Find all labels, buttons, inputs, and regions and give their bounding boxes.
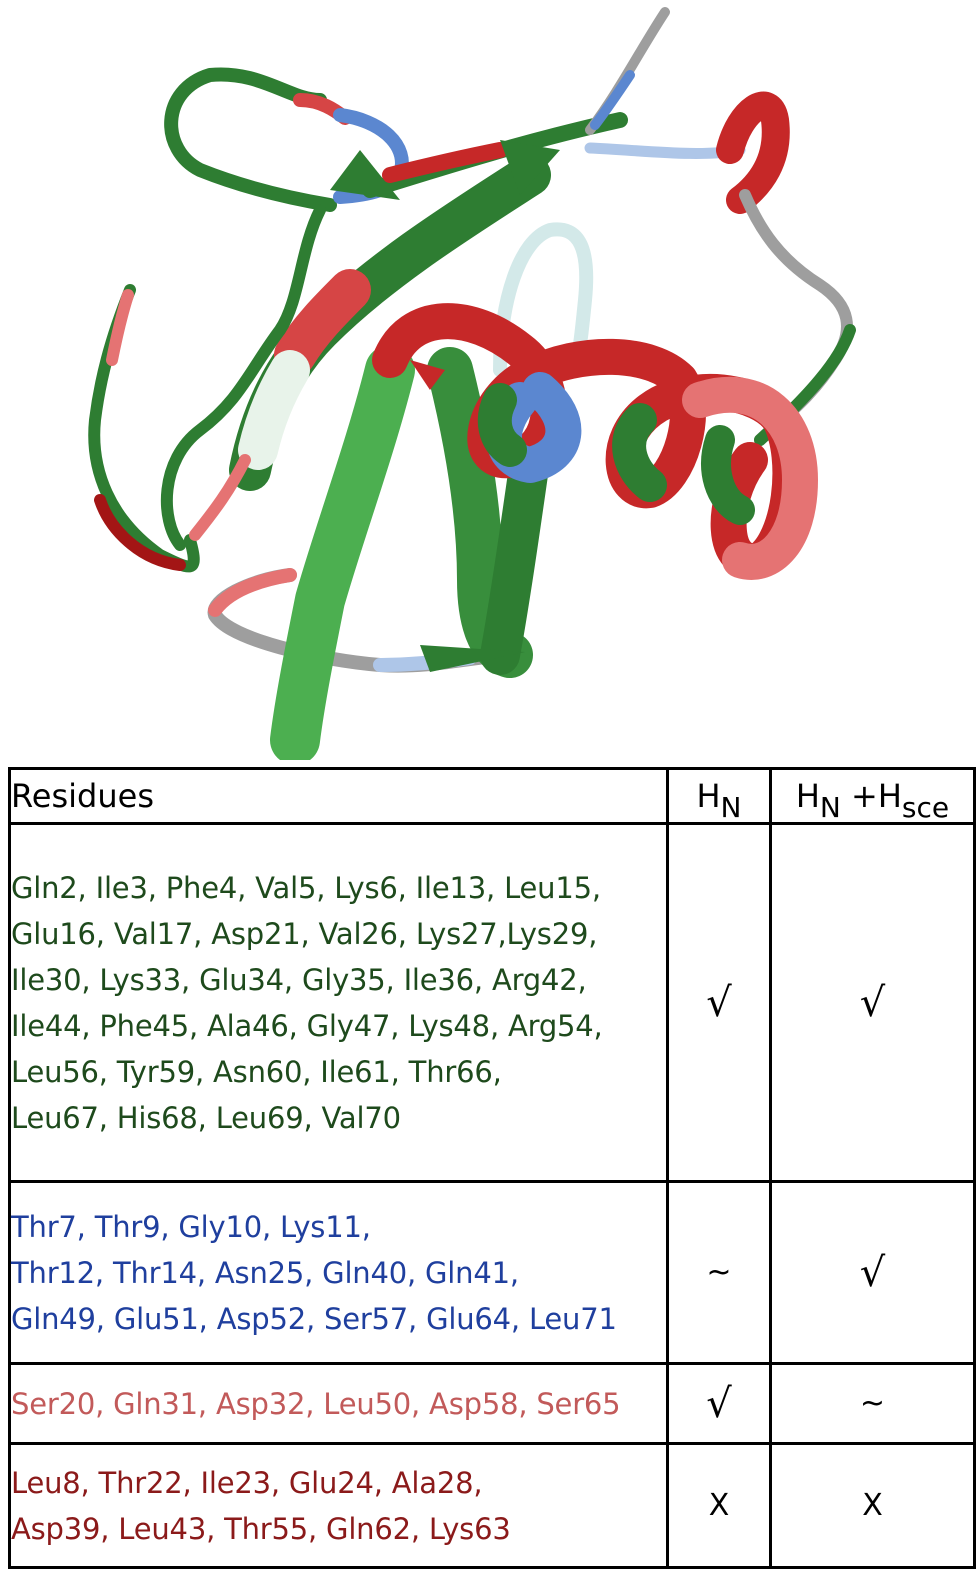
residue-line: Leu56, Tyr59, Asn60, Ile61, Thr66, [11, 1054, 502, 1089]
hn-tilde-mark: ~ [666, 1180, 772, 1365]
hn-check-mark: √ [666, 1362, 772, 1445]
residue-list-blue: Thr7, Thr9, Gly10, Lys11, Thr12, Thr14, … [8, 1180, 669, 1365]
residue-line: Thr7, Thr9, Gly10, Lys11, [11, 1209, 371, 1244]
ribbon-hairpin-pale [493, 222, 594, 377]
hsce-check-mark: √ [769, 822, 976, 1183]
residue-line: Leu67, His68, Leu69, Val70 [11, 1100, 401, 1135]
header-hn-sub: N [720, 791, 742, 824]
table-row-group-4: Leu8, Thr22, Ile23, Glu24, Ala28, Asp39,… [8, 1442, 976, 1569]
residue-table: Residues HN HN +Hsce Gln2, Ile3, Phe4, V… [8, 767, 976, 1569]
table-header-row: Residues HN HN +Hsce [8, 767, 976, 825]
header-hn-main: H [696, 777, 721, 815]
ribbon-strand-top-red [382, 142, 508, 183]
residue-line: Gln2, Ile3, Phe4, Val5, Lys6, Ile13, Leu… [11, 870, 601, 905]
ribbon-coil-bottom-pink [208, 568, 297, 617]
ribbon-helix-top-right [716, 91, 790, 214]
residue-line: Thr12, Thr14, Asn25, Gln40, Gln41, [11, 1255, 519, 1290]
residue-list-darkred: Leu8, Thr22, Ile23, Glu24, Ala28, Asp39,… [8, 1442, 669, 1569]
header-hs-sub2: sce [901, 791, 950, 824]
residue-line: Leu8, Thr22, Ile23, Glu24, Ala28, [11, 1465, 483, 1500]
ribbon-helix-green-3 [701, 425, 755, 525]
residue-line: Ser20, Gln31, Asp32, Leu50, Asp58, Ser65 [11, 1386, 621, 1421]
strand-arrowhead-bottom [420, 645, 525, 672]
hn-x-mark: X [666, 1442, 772, 1569]
residue-line: Gln49, Glu51, Asp52, Ser57, Glu64, Leu71 [11, 1301, 617, 1336]
table-row-group-1: Gln2, Ile3, Phe4, Val5, Lys6, Ile13, Leu… [8, 822, 976, 1183]
header-residues: Residues [8, 767, 669, 825]
residue-list-green: Gln2, Ile3, Phe4, Val5, Lys6, Ile13, Leu… [8, 822, 669, 1183]
hn-check-mark: √ [666, 822, 772, 1183]
table-row-group-3: Ser20, Gln31, Asp32, Leu50, Asp58, Ser65… [8, 1362, 976, 1445]
residue-line: Asp39, Leu43, Thr55, Gln62, Lys63 [11, 1511, 511, 1546]
hsce-tilde-mark: ~ [769, 1362, 976, 1445]
ribbon-helix-pink [682, 376, 818, 580]
ribbon-strand-diagonal-red [274, 269, 371, 376]
strand-arrowhead-top [500, 140, 560, 195]
table-row-group-2: Thr7, Thr9, Gly10, Lys11, Thr12, Thr14, … [8, 1180, 976, 1365]
residue-line: Glu16, Val17, Asp21, Val26, Lys27,Lys29, [11, 916, 598, 951]
ribbon-loop-top-left [164, 67, 337, 212]
ribbon-helix-green-2 [612, 403, 667, 502]
header-hn-hsce: HN +Hsce [769, 767, 976, 825]
ribbon-coil-pink [189, 454, 251, 541]
ribbon-loop-left [160, 204, 326, 551]
ribbon-strand-center-mid [480, 440, 550, 675]
ribbon-helix-green [477, 383, 527, 467]
protein-ribbon-structure [88, 7, 856, 760]
residue-list-pink: Ser20, Gln31, Asp32, Leu50, Asp58, Ser65 [8, 1362, 669, 1445]
ribbon-strand-center-left [270, 345, 415, 760]
ribbon-coil-far-left-red [106, 289, 134, 366]
header-hs-plus: +H [840, 777, 902, 815]
ribbon-coil-lower-left [94, 494, 186, 571]
residue-line: Ile44, Phe45, Ala46, Gly47, Lys48, Arg54… [11, 1008, 603, 1043]
strand-arrowhead-left [330, 150, 400, 200]
hsce-x-mark: X [769, 1442, 976, 1569]
hsce-check-mark: √ [769, 1180, 976, 1365]
ribbon-tail-blue [590, 70, 635, 130]
ribbon-strand-diagonal-white [238, 350, 310, 470]
header-hn: HN [666, 767, 772, 825]
protein-figure: Residues HN HN +Hsce Gln2, Ile3, Phe4, V… [8, 7, 976, 1569]
residue-line: Ile30, Lys33, Glu34, Gly35, Ile36, Arg42… [11, 962, 587, 997]
header-hs-main1: H [795, 777, 820, 815]
strand-arrowhead-center [410, 360, 445, 390]
header-hs-sub1: N [819, 791, 841, 824]
